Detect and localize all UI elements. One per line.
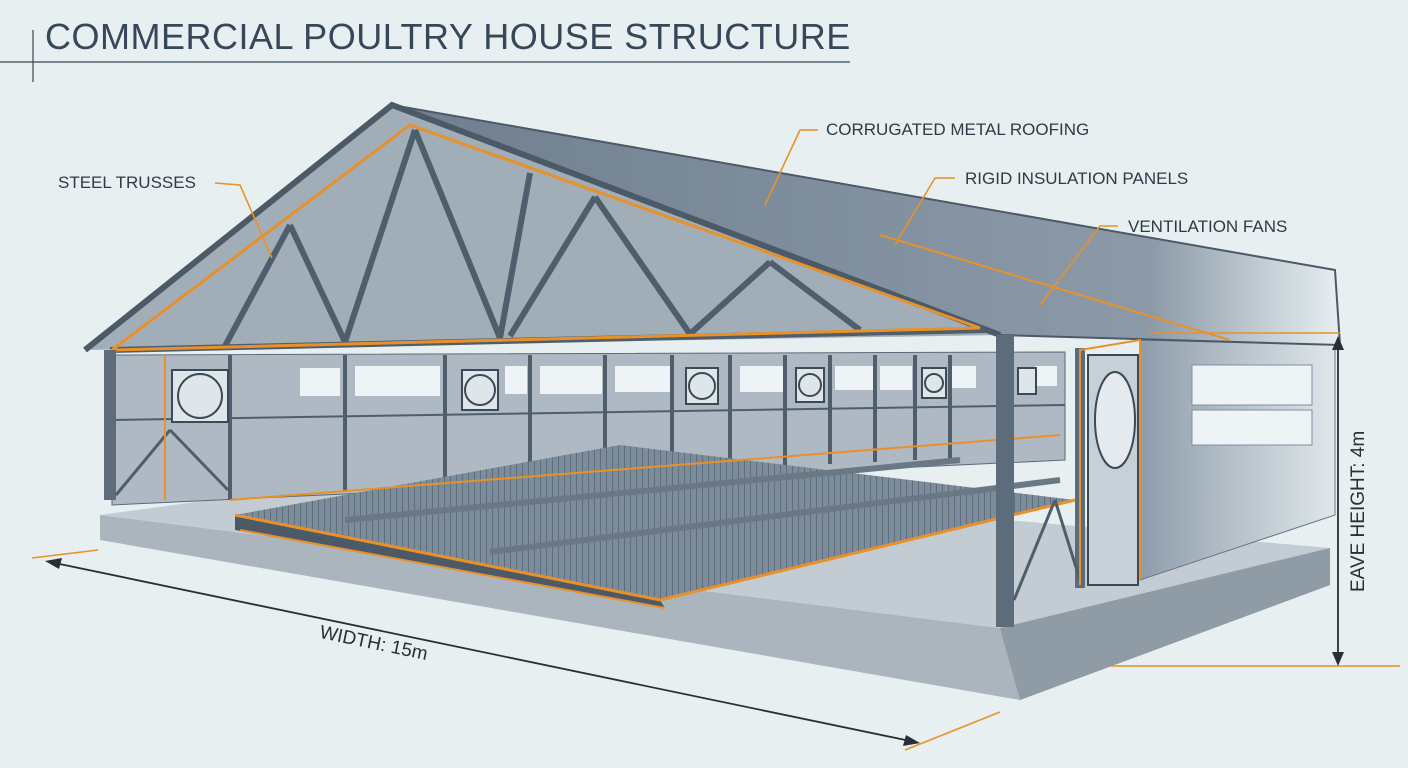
raised-slat-floor [229,434,1076,609]
truss-outline [107,123,981,352]
width-dimension [31,549,1001,751]
label-steel-trusses: STEEL TRUSSES [58,173,196,192]
side-windows [1191,364,1313,446]
eave-height-dimension [1110,332,1400,667]
label-rigid-insulation: RIGID INSULATION PANELS [965,169,1189,188]
page-title: COMMERCIAL POULTRY HOUSE STRUCTURE [45,16,851,57]
roof [83,101,1342,353]
leader-lines [214,129,1118,306]
label-corrugated-roofing: CORRUGATED METAL ROOFING [826,120,1090,139]
ventilation-fans [171,354,1139,586]
bracing [114,428,1082,601]
label-ventilation-fans: VENTILATION FANS [1128,217,1288,236]
wall-posts [111,355,1066,500]
eave-height-label: EAVE HEIGHT: 4m [1348,430,1369,592]
windows [300,366,1057,396]
frame-accent [1079,338,1141,585]
